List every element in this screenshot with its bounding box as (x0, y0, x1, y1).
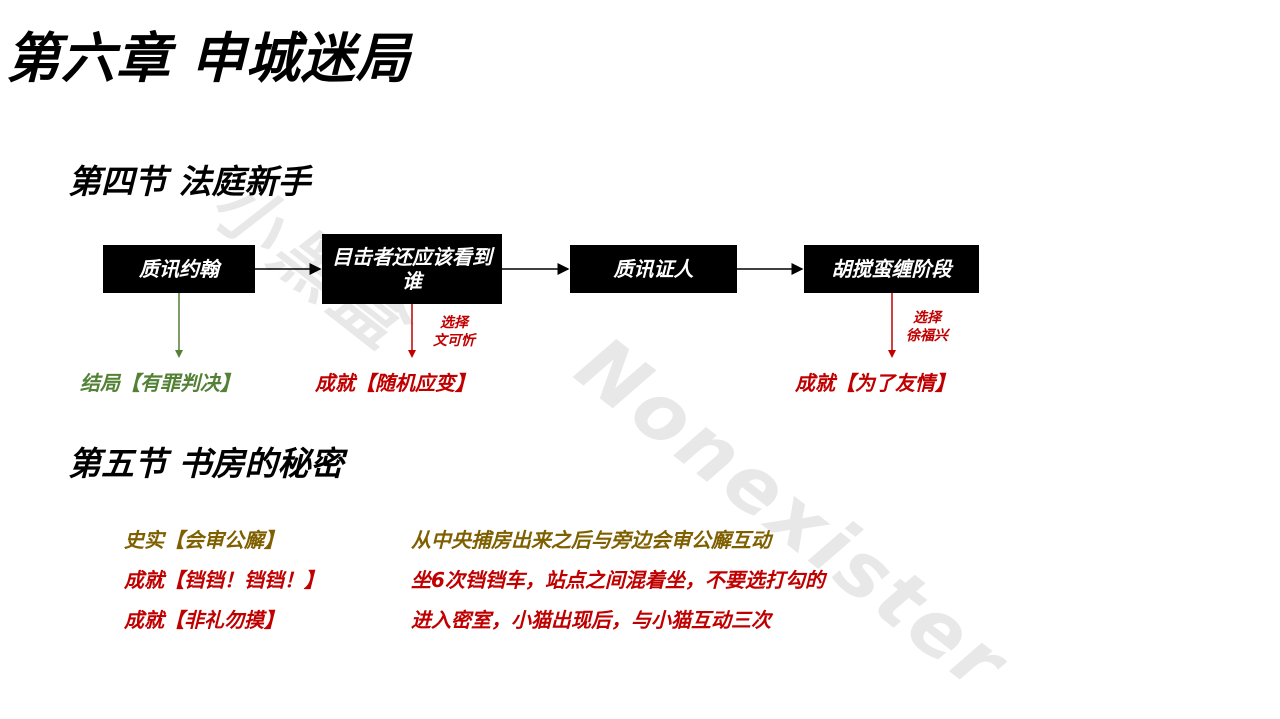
flow-node-3: 质讯证人 (570, 245, 737, 293)
history-item-desc: 从中央捕房出来之后与旁边会审公廨互动 (411, 528, 771, 552)
choice-xufuxing: 选择 徐福兴 (906, 310, 948, 344)
achievement-item-name: 成就【铛铛！铛铛！】 (124, 568, 324, 592)
flow-node-2: 目击者还应该看到谁 (322, 234, 502, 304)
section4-title: 第四节 法庭新手 (68, 162, 311, 201)
achievement-item-desc: 坐6次铛铛车，站点之间混着坐，不要选打勾的 (411, 568, 825, 592)
chapter-title: 第六章 申城迷局 (6, 27, 411, 90)
history-item-name: 史实【会审公廨】 (124, 528, 284, 552)
ending-guilty-verdict: 结局【有罪判决】 (80, 371, 240, 395)
achievement-improvise: 成就【随机应变】 (315, 371, 475, 395)
achievement-friendship: 成就【为了友情】 (795, 371, 955, 395)
flow-node-1: 质讯约翰 (103, 245, 255, 293)
achievement-item-desc: 进入密室，小猫出现后，与小猫互动三次 (411, 608, 771, 632)
achievement-item-name: 成就【非礼勿摸】 (124, 608, 284, 632)
choice-wenkexin: 选择 文可忻 (433, 315, 475, 349)
flow-node-4: 胡搅蛮缠阶段 (804, 245, 979, 293)
section5-title: 第五节 书房的秘密 (68, 444, 344, 483)
